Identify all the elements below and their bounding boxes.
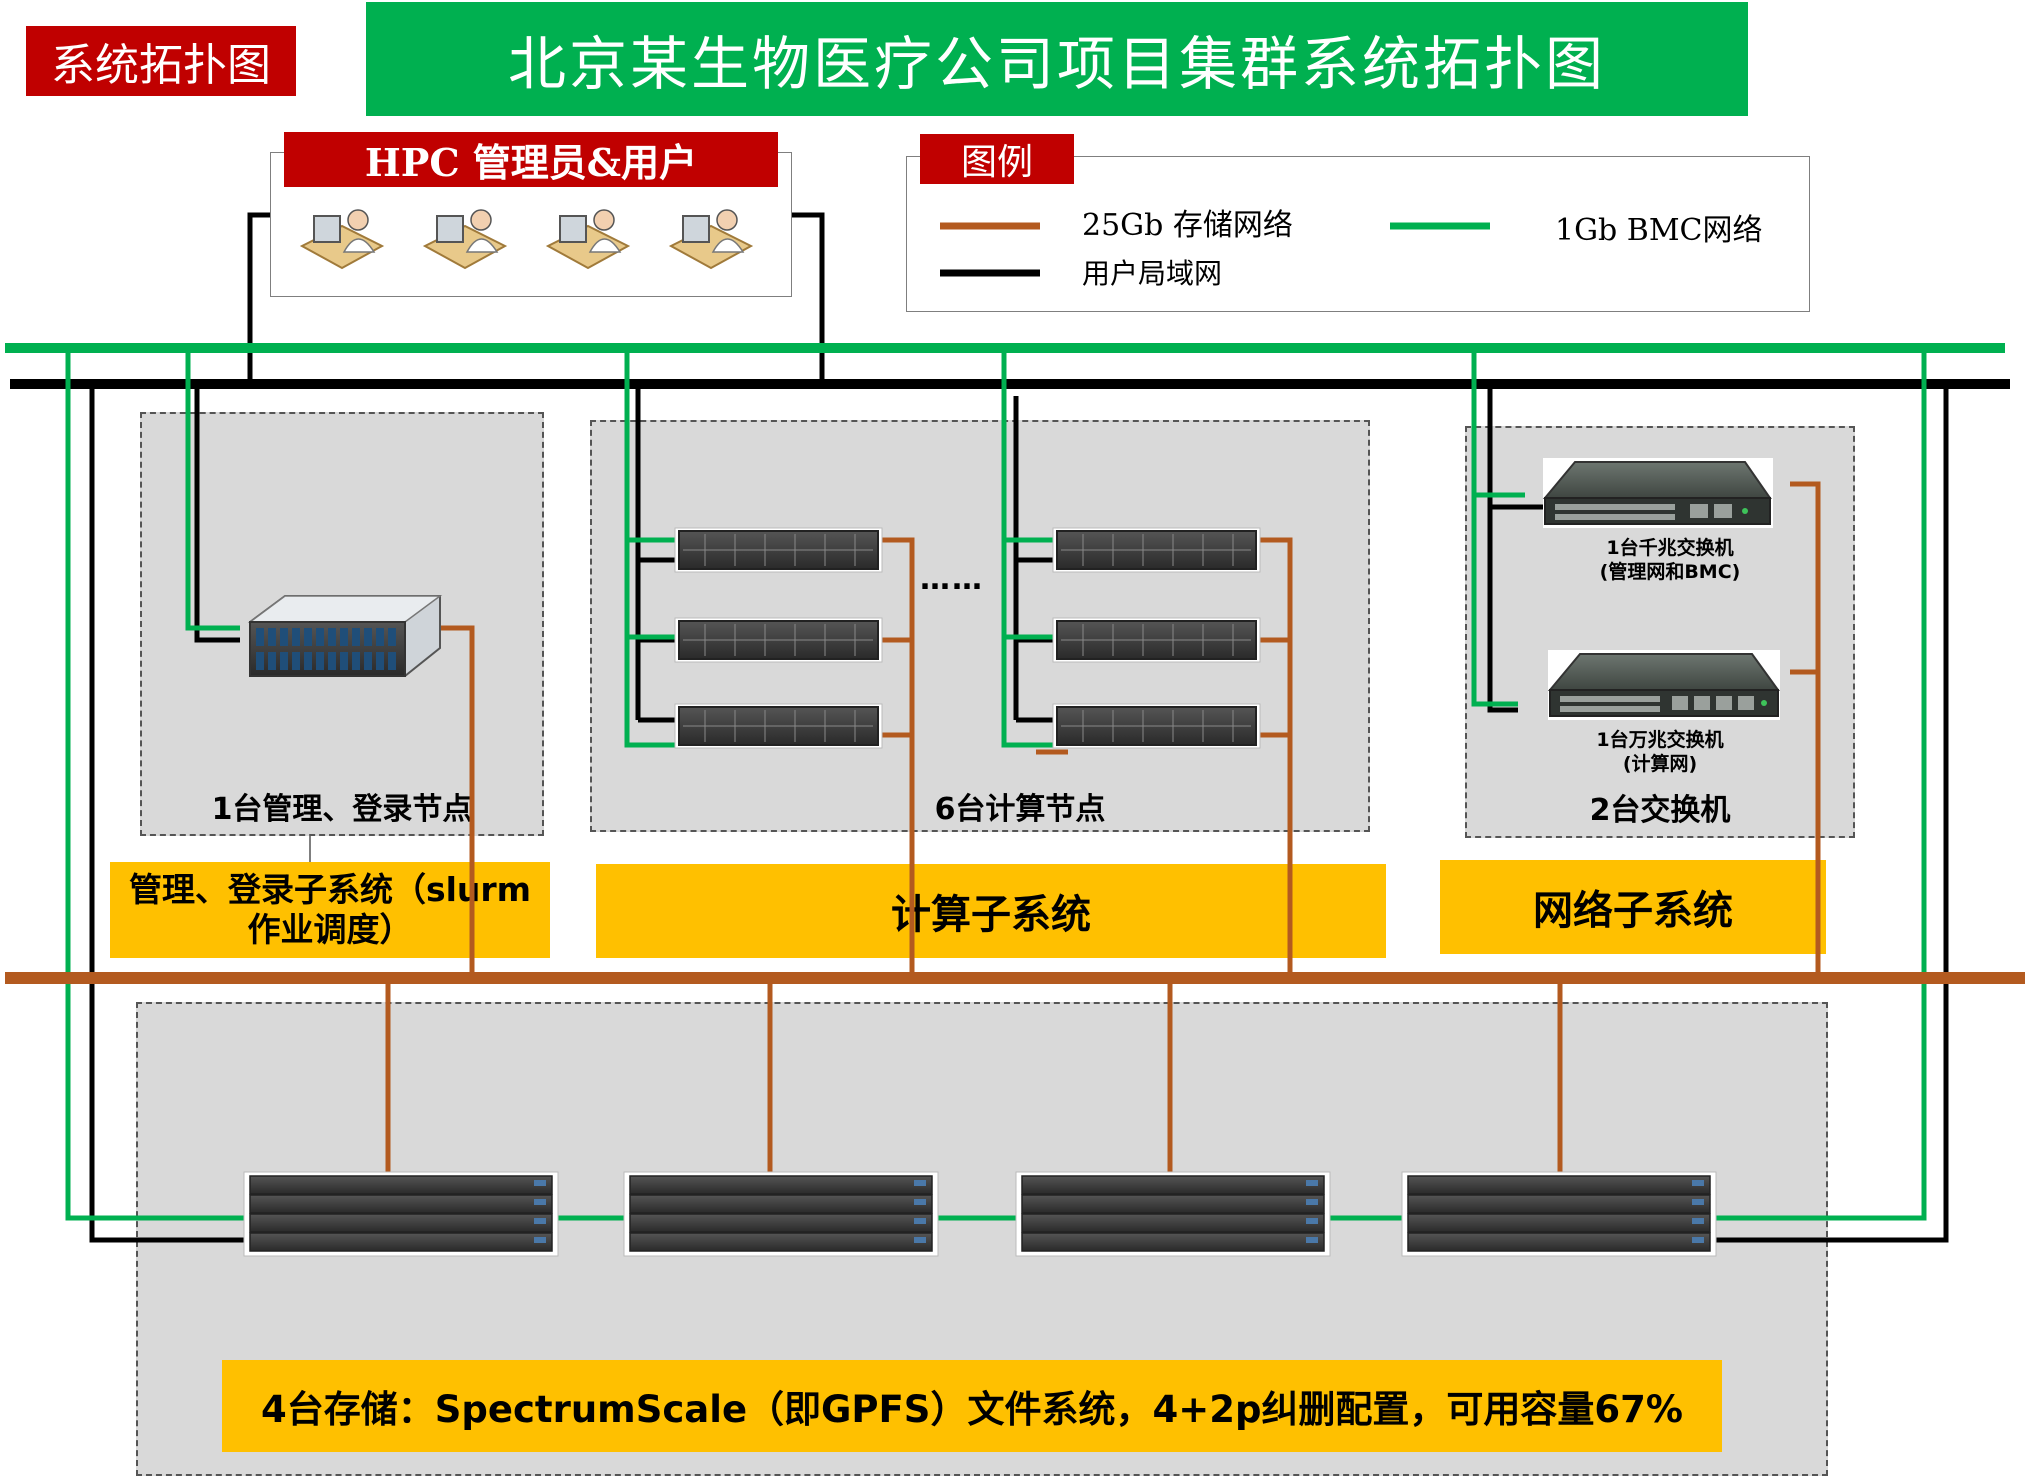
storage-caption: 4台存储：SpectrumScale（即GPFS）文件系统，4+2p纠删配置，可… (222, 1360, 1722, 1452)
compute-node-icon (674, 703, 883, 749)
corner-tag: 系统拓扑图 (26, 26, 296, 96)
storage-unit-icon (1401, 1171, 1717, 1257)
switch2-line1: 1台万兆交换机 (1596, 729, 1724, 751)
legend-box (906, 156, 1810, 312)
switch2-line2: (计算网) (1622, 753, 1698, 775)
legend-title: 图例 (920, 134, 1074, 184)
banner-title: 北京某生物医疗公司项目集群系统拓扑图 (366, 2, 1748, 116)
compute-caption: 6台计算节点 (934, 792, 1106, 827)
legend-label-bmc: 1Gb BMC网络 (1555, 213, 1763, 248)
storage-unit-icon (243, 1171, 559, 1257)
switch1-caption: 1台千兆交换机 (管理网和BMC) (1540, 536, 1800, 584)
management-subsystem: 管理、登录子系统（slurm作业调度） (110, 862, 550, 958)
compute-subsystem: 计算子系统 (596, 864, 1386, 958)
switch1-line1: 1台千兆交换机 (1606, 537, 1734, 559)
storage-unit-icon (623, 1171, 939, 1257)
network-caption: 2台交换机 (1589, 793, 1731, 828)
compute-nodes (674, 527, 1261, 749)
user-icon (422, 209, 508, 270)
storage-lines (5, 481, 2025, 1172)
compute-node-icon (1052, 703, 1261, 749)
switch1-line2: (管理网和BMC) (1599, 561, 1741, 583)
legend-label-storage: 25Gb 存储网络 (1082, 208, 1293, 243)
user-icon (299, 209, 385, 270)
management-server-icon (247, 595, 443, 677)
legend-label-lan: 用户局域网 (1082, 257, 1223, 290)
lan-lines (10, 212, 2010, 1243)
bmc-lines (5, 343, 2005, 1221)
switch2-caption: 1台万兆交换机 (计算网) (1530, 728, 1790, 776)
user-icon (545, 209, 631, 270)
management-caption: 1台管理、登录节点 (211, 792, 473, 827)
gigabit-switch-icon (1542, 458, 1773, 528)
compute-ellipsis: …… (920, 562, 984, 597)
compute-node-icon (1052, 617, 1261, 663)
ten-gigabit-switch-icon (1547, 650, 1780, 720)
storage-unit-icon (1015, 1171, 1331, 1257)
user-icon (668, 209, 754, 270)
users-title: HPC 管理员&用户 (284, 132, 778, 187)
compute-node-icon (674, 617, 883, 663)
compute-node-icon (1052, 527, 1261, 573)
users-icons (299, 209, 754, 270)
storage-units (243, 1171, 1717, 1257)
compute-node-icon (674, 527, 883, 573)
network-subsystem: 网络子系统 (1440, 860, 1826, 954)
